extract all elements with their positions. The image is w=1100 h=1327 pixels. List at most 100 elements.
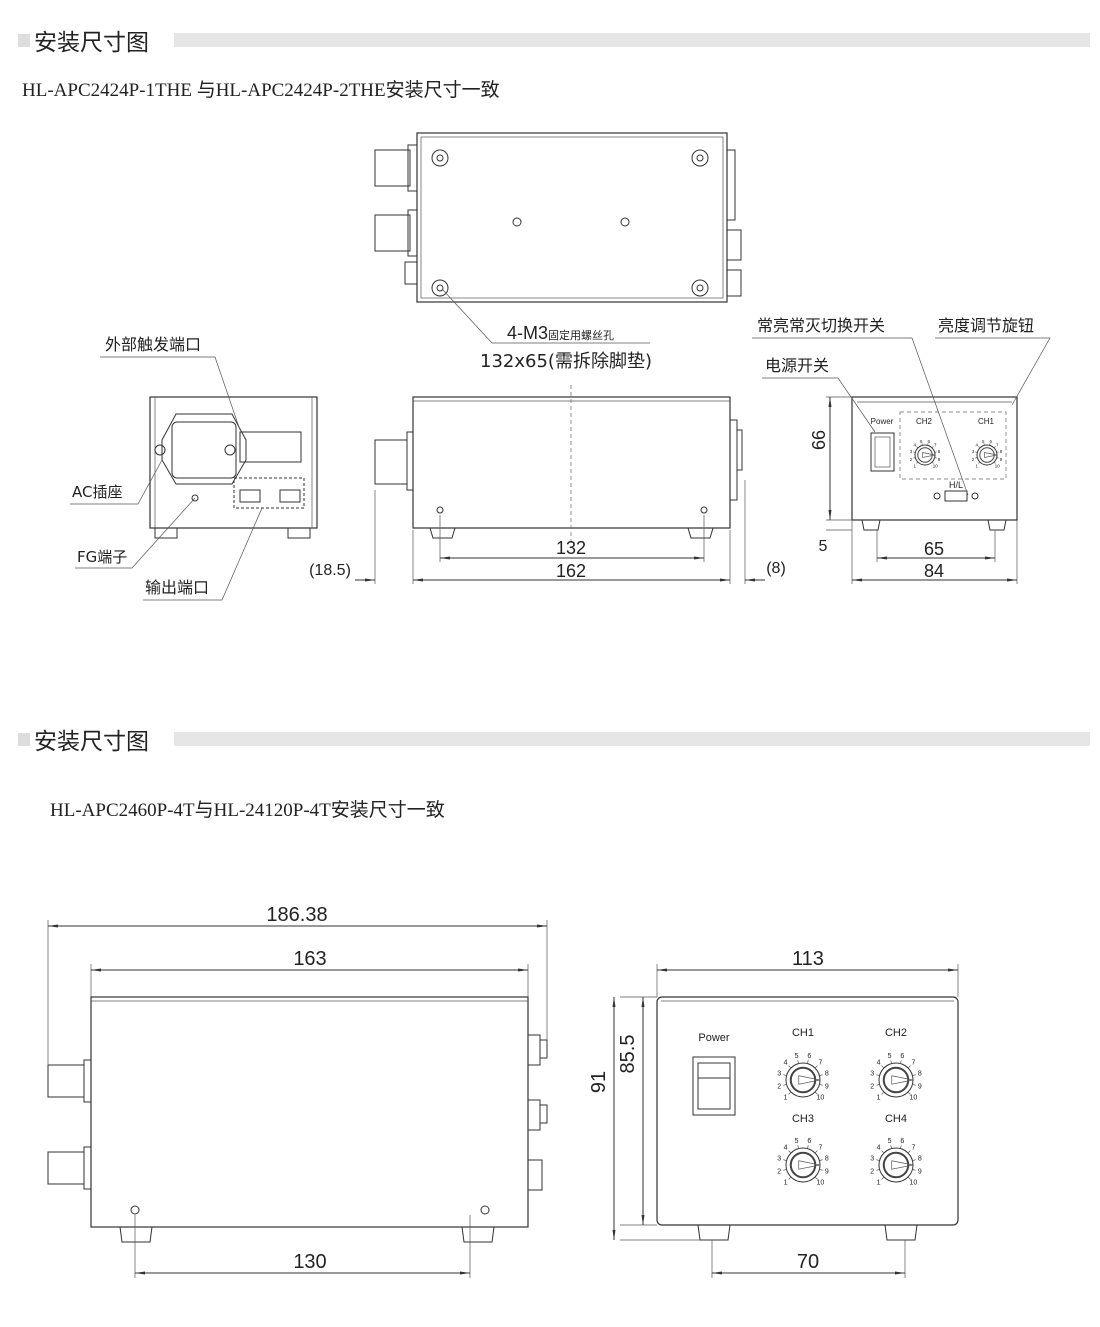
dial-scale-label: 2 (777, 1168, 781, 1175)
dim-65: 65 (924, 539, 944, 559)
power-label-small: Power (871, 417, 894, 426)
dial-scale-label: 5 (795, 1053, 799, 1060)
screw-spacing-label: 132x65(需拆除脚垫) (480, 351, 652, 372)
dial-scale-label: 7 (818, 1145, 822, 1152)
brightness-knob-label: 亮度调节旋钮 (938, 316, 1034, 335)
dial-scale-label: 7 (911, 1060, 915, 1067)
ch3-label: CH3 (792, 1113, 814, 1125)
dial-scale-label: 2 (910, 457, 913, 462)
screw-holes (431, 149, 709, 297)
dial-scale-label: 1 (784, 1094, 788, 1101)
dial-scale-label: 3 (972, 449, 975, 454)
dim-18-5: (18.5) (309, 562, 351, 579)
dial-scale-label: 6 (989, 439, 992, 444)
section1-header: 安装尺寸图 (18, 30, 1090, 56)
dial-scale-label: 10 (817, 1179, 825, 1186)
dial-scale-label: 9 (918, 1083, 922, 1090)
dial-scale-label: 7 (996, 443, 999, 448)
dim-163: 163 (293, 948, 326, 970)
dial-scale-label: 1 (877, 1094, 881, 1101)
ch2-label-small: CH2 (916, 417, 933, 426)
dial-scale-label: 5 (795, 1138, 799, 1145)
top-view (374, 132, 742, 344)
dial-scale-label: 7 (911, 1145, 915, 1152)
large-side-view (47, 920, 548, 1278)
dim-132: 132 (556, 538, 586, 558)
dial-scale-label: 2 (870, 1083, 874, 1090)
dim-8: (8) (766, 560, 786, 577)
side-view (355, 385, 765, 584)
dial-scale-label: 7 (934, 443, 937, 448)
dial-scale-label: 8 (825, 1156, 829, 1163)
dial-scale-label: 3 (870, 1156, 874, 1163)
dim-84: 84 (924, 561, 944, 581)
dial-scale-label: 10 (933, 463, 939, 468)
dim-186-38: 186.38 (266, 904, 327, 926)
ch1-label: CH1 (792, 1027, 814, 1039)
dial-scale-label: 9 (1000, 457, 1003, 462)
power-label: Power (698, 1032, 730, 1044)
dim-91: 91 (588, 1071, 610, 1093)
dial-scale-label: 4 (877, 1060, 881, 1067)
dial-scale-label: 10 (910, 1094, 918, 1101)
dial-scale-label: 8 (938, 449, 941, 454)
dial-scale-label: 5 (888, 1138, 892, 1145)
dial-scale-label: 1 (784, 1179, 788, 1186)
dial-scale-label: 6 (900, 1138, 904, 1145)
output-port-label: 输出端口 (145, 578, 209, 597)
ch4-label: CH4 (885, 1113, 907, 1125)
dial-scale-label: 6 (807, 1138, 811, 1145)
dim-162: 162 (556, 561, 586, 581)
dim-5: 5 (819, 538, 828, 555)
dim-85-5: 85.5 (617, 1035, 639, 1074)
dial-scale-label: 4 (913, 443, 916, 448)
dial-scale-label: 5 (982, 439, 985, 444)
dim-130: 130 (293, 1251, 326, 1273)
section1-subtitle: HL-APC2424P-1THE 与HL-APC2424P-2THE安装尺寸一致 (22, 79, 500, 101)
toggle-switch-label: 常亮常灭切换开关 (757, 316, 885, 335)
section2-subtitle: HL-APC2460P-4T与HL-24120P-4T安装尺寸一致 (50, 799, 445, 821)
screw-holes-label: 4-M3固定用螺丝孔 (507, 323, 614, 343)
dial-scale-label: 2 (777, 1083, 781, 1090)
rear-view-callouts (70, 356, 263, 601)
dial-scale-label: 5 (920, 439, 923, 444)
dim-113: 113 (792, 948, 824, 970)
dial-scale-label: 8 (918, 1156, 922, 1163)
section1-title: 安装尺寸图 (34, 30, 149, 56)
dial-scale-label: 3 (910, 449, 913, 454)
dial-scale-label: 1 (975, 463, 978, 468)
ac-socket-label: AC插座 (72, 483, 122, 501)
dial-scale-label: 10 (817, 1094, 825, 1101)
fg-terminal-label: FG端子 (77, 548, 127, 566)
dial-scale-label: 6 (900, 1053, 904, 1060)
dial-scale-label: 5 (888, 1053, 892, 1060)
dial-scale-label: 3 (777, 1071, 781, 1078)
dial-scale-label: 8 (1000, 449, 1003, 454)
ch1-label-small: CH1 (978, 417, 995, 426)
dial-scale-label: 4 (975, 443, 978, 448)
dial-scale-label: 10 (910, 1179, 918, 1186)
section2-title: 安装尺寸图 (34, 729, 149, 755)
dial-scale-label: 8 (825, 1071, 829, 1078)
dial-scale-label: 1 (913, 463, 916, 468)
dial-scale-label: 9 (918, 1168, 922, 1175)
hl-switch-label[interactable]: H/L (949, 480, 963, 490)
dial-scale-label: 8 (918, 1071, 922, 1078)
dial-scale-label: 9 (938, 457, 941, 462)
dial-scale-label: 9 (825, 1083, 829, 1090)
dial-scale-label: 1 (877, 1179, 881, 1186)
external-trigger-label: 外部触发端口 (105, 335, 201, 354)
dial-scale-label: 7 (818, 1060, 822, 1067)
dial-scale-label: 2 (972, 457, 975, 462)
dial-scale-label: 10 (995, 463, 1001, 468)
section2-header: 安装尺寸图 (18, 729, 1090, 755)
